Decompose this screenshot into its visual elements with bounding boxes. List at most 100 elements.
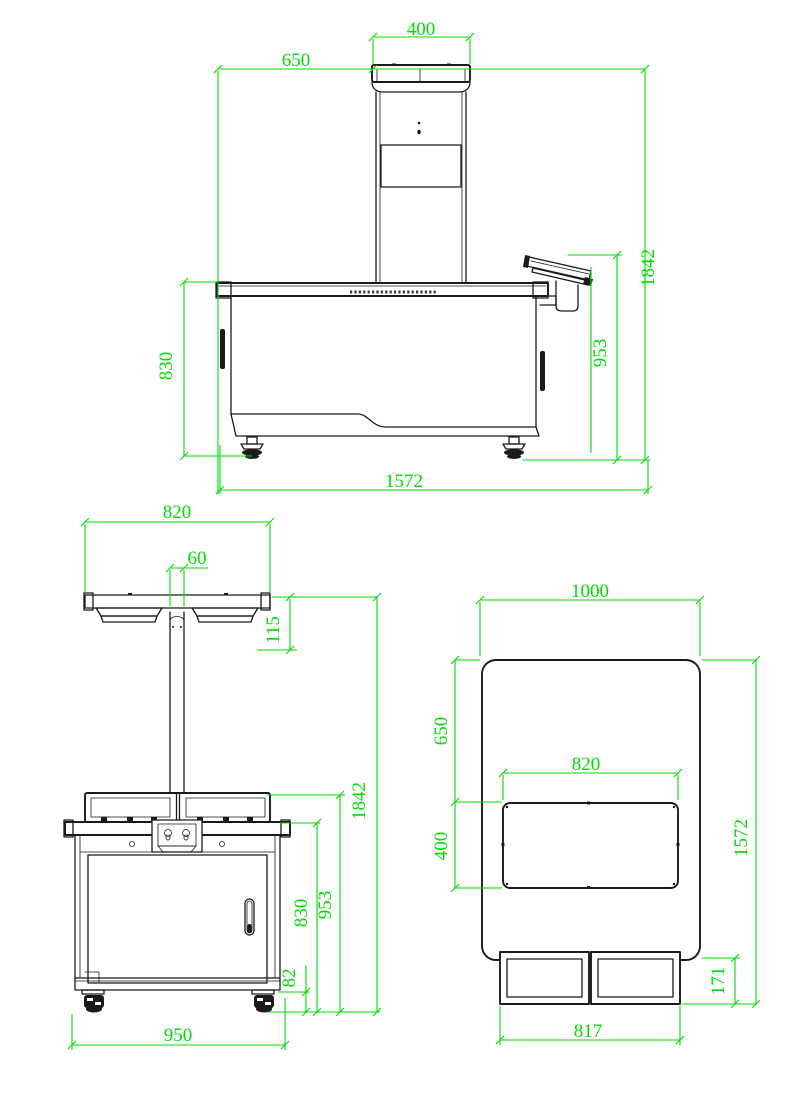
head-right-cap bbox=[260, 592, 271, 611]
tower-cap-mark bbox=[392, 63, 396, 66]
side-tower bbox=[371, 63, 471, 284]
plan-counter-top bbox=[481, 659, 701, 961]
front-pole bbox=[169, 611, 185, 794]
dim-label: 1842 bbox=[349, 782, 370, 820]
dim-label: 82 bbox=[279, 969, 300, 988]
dim-label: 950 bbox=[164, 1025, 193, 1046]
cabinet-door bbox=[87, 854, 268, 984]
tower-sensor-dot bbox=[417, 129, 421, 135]
pole-mount-bracket bbox=[151, 819, 203, 853]
display-left-cap bbox=[523, 255, 530, 268]
dim-line-171 bbox=[702, 957, 740, 1004]
dim-line-650-400 bbox=[454, 659, 502, 889]
counter-panel bbox=[230, 295, 537, 428]
side-pos-display bbox=[523, 255, 593, 312]
plan-view-dimensions: 1000 650 400 820 1572 171 817 bbox=[431, 581, 761, 1045]
front-view: 820 60 115 1842 953 830 82 950 bbox=[63, 502, 382, 1050]
dim-line-1842 bbox=[523, 69, 650, 461]
tower-cap-mark bbox=[447, 63, 451, 66]
dim-line-82 bbox=[278, 965, 310, 1012]
cabinet-top-right-cap bbox=[280, 819, 291, 838]
dim-line-830 bbox=[183, 281, 252, 457]
leveling-foot bbox=[502, 436, 526, 459]
counter-left-handle bbox=[220, 329, 225, 369]
dim-line-650 bbox=[217, 68, 645, 494]
side-view: 400 650 1842 953 830 1572 bbox=[156, 19, 659, 495]
side-view-geometry bbox=[215, 63, 593, 459]
side-view-dimension-labels: 400 650 1842 953 830 1572 bbox=[156, 19, 659, 492]
dim-label: 820 bbox=[572, 754, 601, 775]
screw bbox=[219, 841, 225, 847]
dim-label: 953 bbox=[315, 891, 336, 920]
cabinet-top-left-cap bbox=[63, 819, 74, 838]
dim-label: 953 bbox=[590, 339, 611, 368]
dim-ticks bbox=[67, 517, 382, 1050]
plan-view-dimension-labels: 1000 650 400 820 1572 171 817 bbox=[431, 581, 752, 1042]
dim-line-820 bbox=[84, 521, 271, 592]
tower-sensor-dot bbox=[417, 121, 421, 125]
plan-right-display bbox=[590, 951, 681, 1005]
counter-plinth bbox=[230, 413, 540, 437]
door-handle bbox=[244, 898, 255, 936]
door-notch bbox=[84, 971, 100, 984]
dim-line-1572 bbox=[219, 445, 649, 494]
dim-line-820 bbox=[502, 772, 679, 800]
plan-view: 1000 650 400 820 1572 171 817 bbox=[431, 581, 761, 1045]
front-casters bbox=[81, 989, 275, 1013]
front-view-dimension-labels: 820 60 115 1842 953 830 82 950 bbox=[163, 502, 370, 1046]
dim-label: 1000 bbox=[571, 581, 609, 602]
dim-label: 1572 bbox=[385, 471, 423, 492]
dim-label: 171 bbox=[708, 967, 729, 996]
plan-displays bbox=[499, 951, 681, 1005]
dim-label: 830 bbox=[156, 352, 177, 381]
dim-label: 400 bbox=[407, 19, 436, 40]
side-counter bbox=[215, 281, 549, 459]
cabinet-base-rail bbox=[74, 977, 281, 991]
head-left-cap bbox=[83, 592, 94, 611]
side-view-dimensions: 400 650 1842 953 830 1572 bbox=[156, 19, 659, 495]
dim-label: 60 bbox=[188, 548, 207, 569]
display-pair bbox=[84, 792, 271, 823]
dim-label: 115 bbox=[263, 616, 284, 644]
counter-right-handle bbox=[540, 351, 545, 391]
leveling-foot bbox=[240, 436, 264, 459]
right-display-screen bbox=[185, 797, 266, 818]
head-bar bbox=[84, 594, 271, 609]
dim-label: 650 bbox=[431, 717, 452, 746]
dim-line-1842 bbox=[268, 597, 380, 1013]
dim-label: 1572 bbox=[731, 819, 752, 857]
dim-line-953 bbox=[568, 254, 622, 460]
dim-line-950 bbox=[71, 998, 286, 1050]
counter-left-cap bbox=[215, 281, 232, 299]
right-tray bbox=[191, 607, 259, 617]
left-display-screen bbox=[90, 797, 171, 818]
dim-label: 650 bbox=[282, 50, 311, 71]
plan-view-geometry bbox=[481, 659, 701, 1005]
dim-line-817 bbox=[499, 1006, 681, 1045]
dim-label: 830 bbox=[291, 899, 312, 928]
dim-line-1000 bbox=[479, 599, 701, 656]
caster bbox=[81, 989, 105, 1013]
dim-line-400 bbox=[372, 36, 471, 64]
plan-left-display bbox=[499, 951, 590, 1005]
dim-line-830 bbox=[280, 822, 320, 1012]
front-displays bbox=[84, 792, 271, 823]
dim-ticks bbox=[450, 595, 761, 1045]
plan-right-display-screen bbox=[597, 958, 674, 998]
front-view-geometry bbox=[63, 592, 291, 1013]
caster bbox=[251, 989, 275, 1013]
tower-screen bbox=[380, 144, 462, 188]
display-arm bbox=[555, 280, 579, 312]
dim-line-1572 bbox=[682, 659, 757, 1005]
dim-label: 1842 bbox=[638, 249, 659, 287]
front-view-dimensions: 820 60 115 1842 953 830 82 950 bbox=[67, 502, 382, 1050]
plan-left-display-screen bbox=[506, 958, 583, 998]
tower-cap bbox=[371, 64, 471, 83]
screw bbox=[129, 841, 135, 847]
dim-label: 817 bbox=[574, 1021, 603, 1042]
left-tray bbox=[95, 607, 163, 617]
front-cabinet bbox=[63, 819, 291, 991]
front-scale-head bbox=[83, 592, 271, 623]
